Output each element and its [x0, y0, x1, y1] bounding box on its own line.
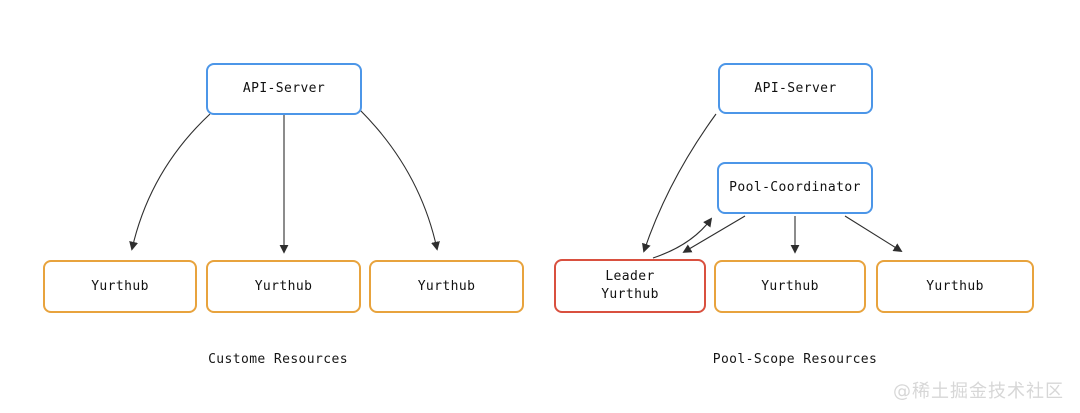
node-leader-yurthub: Leader Yurthub	[554, 259, 706, 313]
node-leader-yurthub-label-line2: Yurthub	[601, 287, 659, 302]
node-pool-coordinator-label: Pool-Coordinator	[729, 180, 861, 196]
node-right-yurthub-2: Yurthub	[876, 260, 1034, 313]
node-right-yurthub-1: Yurthub	[714, 260, 866, 313]
arrow-pool-coordinator-to-leader-yurthub	[682, 215, 746, 253]
node-right-api-server-label: API-Server	[754, 80, 837, 96]
node-left-api-server-label: API-Server	[242, 81, 326, 97]
node-pool-coordinator: Pool-Coordinator	[717, 162, 873, 214]
right-panel-caption: Pool-Scope Resources	[712, 352, 878, 367]
node-right-yurthub-2-label: Yurthub	[926, 278, 984, 294]
arrow-left-apiserver-to-yurthub-3	[359, 109, 440, 251]
node-left-yurthub-1-label: Yurthub	[91, 278, 149, 294]
arrow-left-apiserver-to-yurthub-1	[129, 113, 211, 251]
watermark-text: @稀土掘金技术社区	[893, 381, 1064, 402]
node-left-yurthub-2: Yurthub	[206, 260, 361, 313]
node-leader-yurthub-label-line1: Leader	[605, 269, 655, 285]
arrow-right-apiserver-to-leader-yurthub	[642, 113, 717, 253]
node-left-yurthub-2-label: Yurthub	[254, 278, 313, 294]
node-left-yurthub-3-label: Yurthub	[417, 278, 476, 294]
node-left-yurthub-1: Yurthub	[43, 260, 197, 313]
node-right-api-server: API-Server	[718, 63, 873, 114]
node-right-yurthub-1-label: Yurthub	[761, 278, 819, 294]
node-left-yurthub-3: Yurthub	[369, 260, 524, 313]
arrow-leader-yurthub-to-pool-coordinator	[652, 217, 713, 259]
node-left-api-server: API-Server	[206, 63, 362, 115]
left-panel-caption: Custome Resources	[208, 352, 348, 367]
arrow-pool-coordinator-to-yurthub-2	[844, 215, 903, 252]
